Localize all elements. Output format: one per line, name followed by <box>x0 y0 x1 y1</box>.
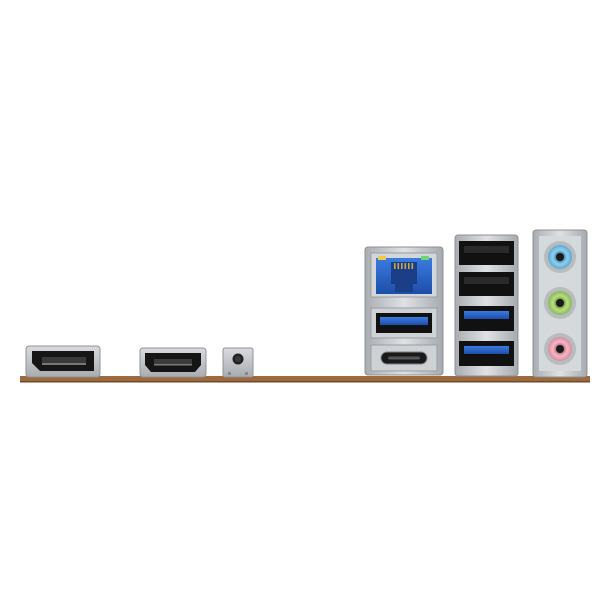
pcb-edge <box>20 376 590 381</box>
usb-a-icon <box>459 341 514 366</box>
usb-quad-stack <box>454 234 519 377</box>
usb-a-icon <box>459 272 514 296</box>
usb-a-icon <box>459 241 514 265</box>
push-button-icon <box>222 347 254 378</box>
lan-usb-stack <box>364 246 444 376</box>
pcb-edge-shadow <box>20 381 590 383</box>
audio-jack-icon <box>544 241 576 273</box>
displayport-connector-icon <box>25 345 101 378</box>
usb-a-icon <box>459 306 514 331</box>
usb-c-icon <box>370 344 438 372</box>
audio-jack-icon <box>544 287 576 319</box>
audio-stack <box>532 229 588 378</box>
audio-jack-icon <box>544 333 576 365</box>
hdmi-connector-icon <box>139 347 207 378</box>
ethernet-port-icon <box>370 252 438 298</box>
usb-a-icon <box>370 307 438 339</box>
